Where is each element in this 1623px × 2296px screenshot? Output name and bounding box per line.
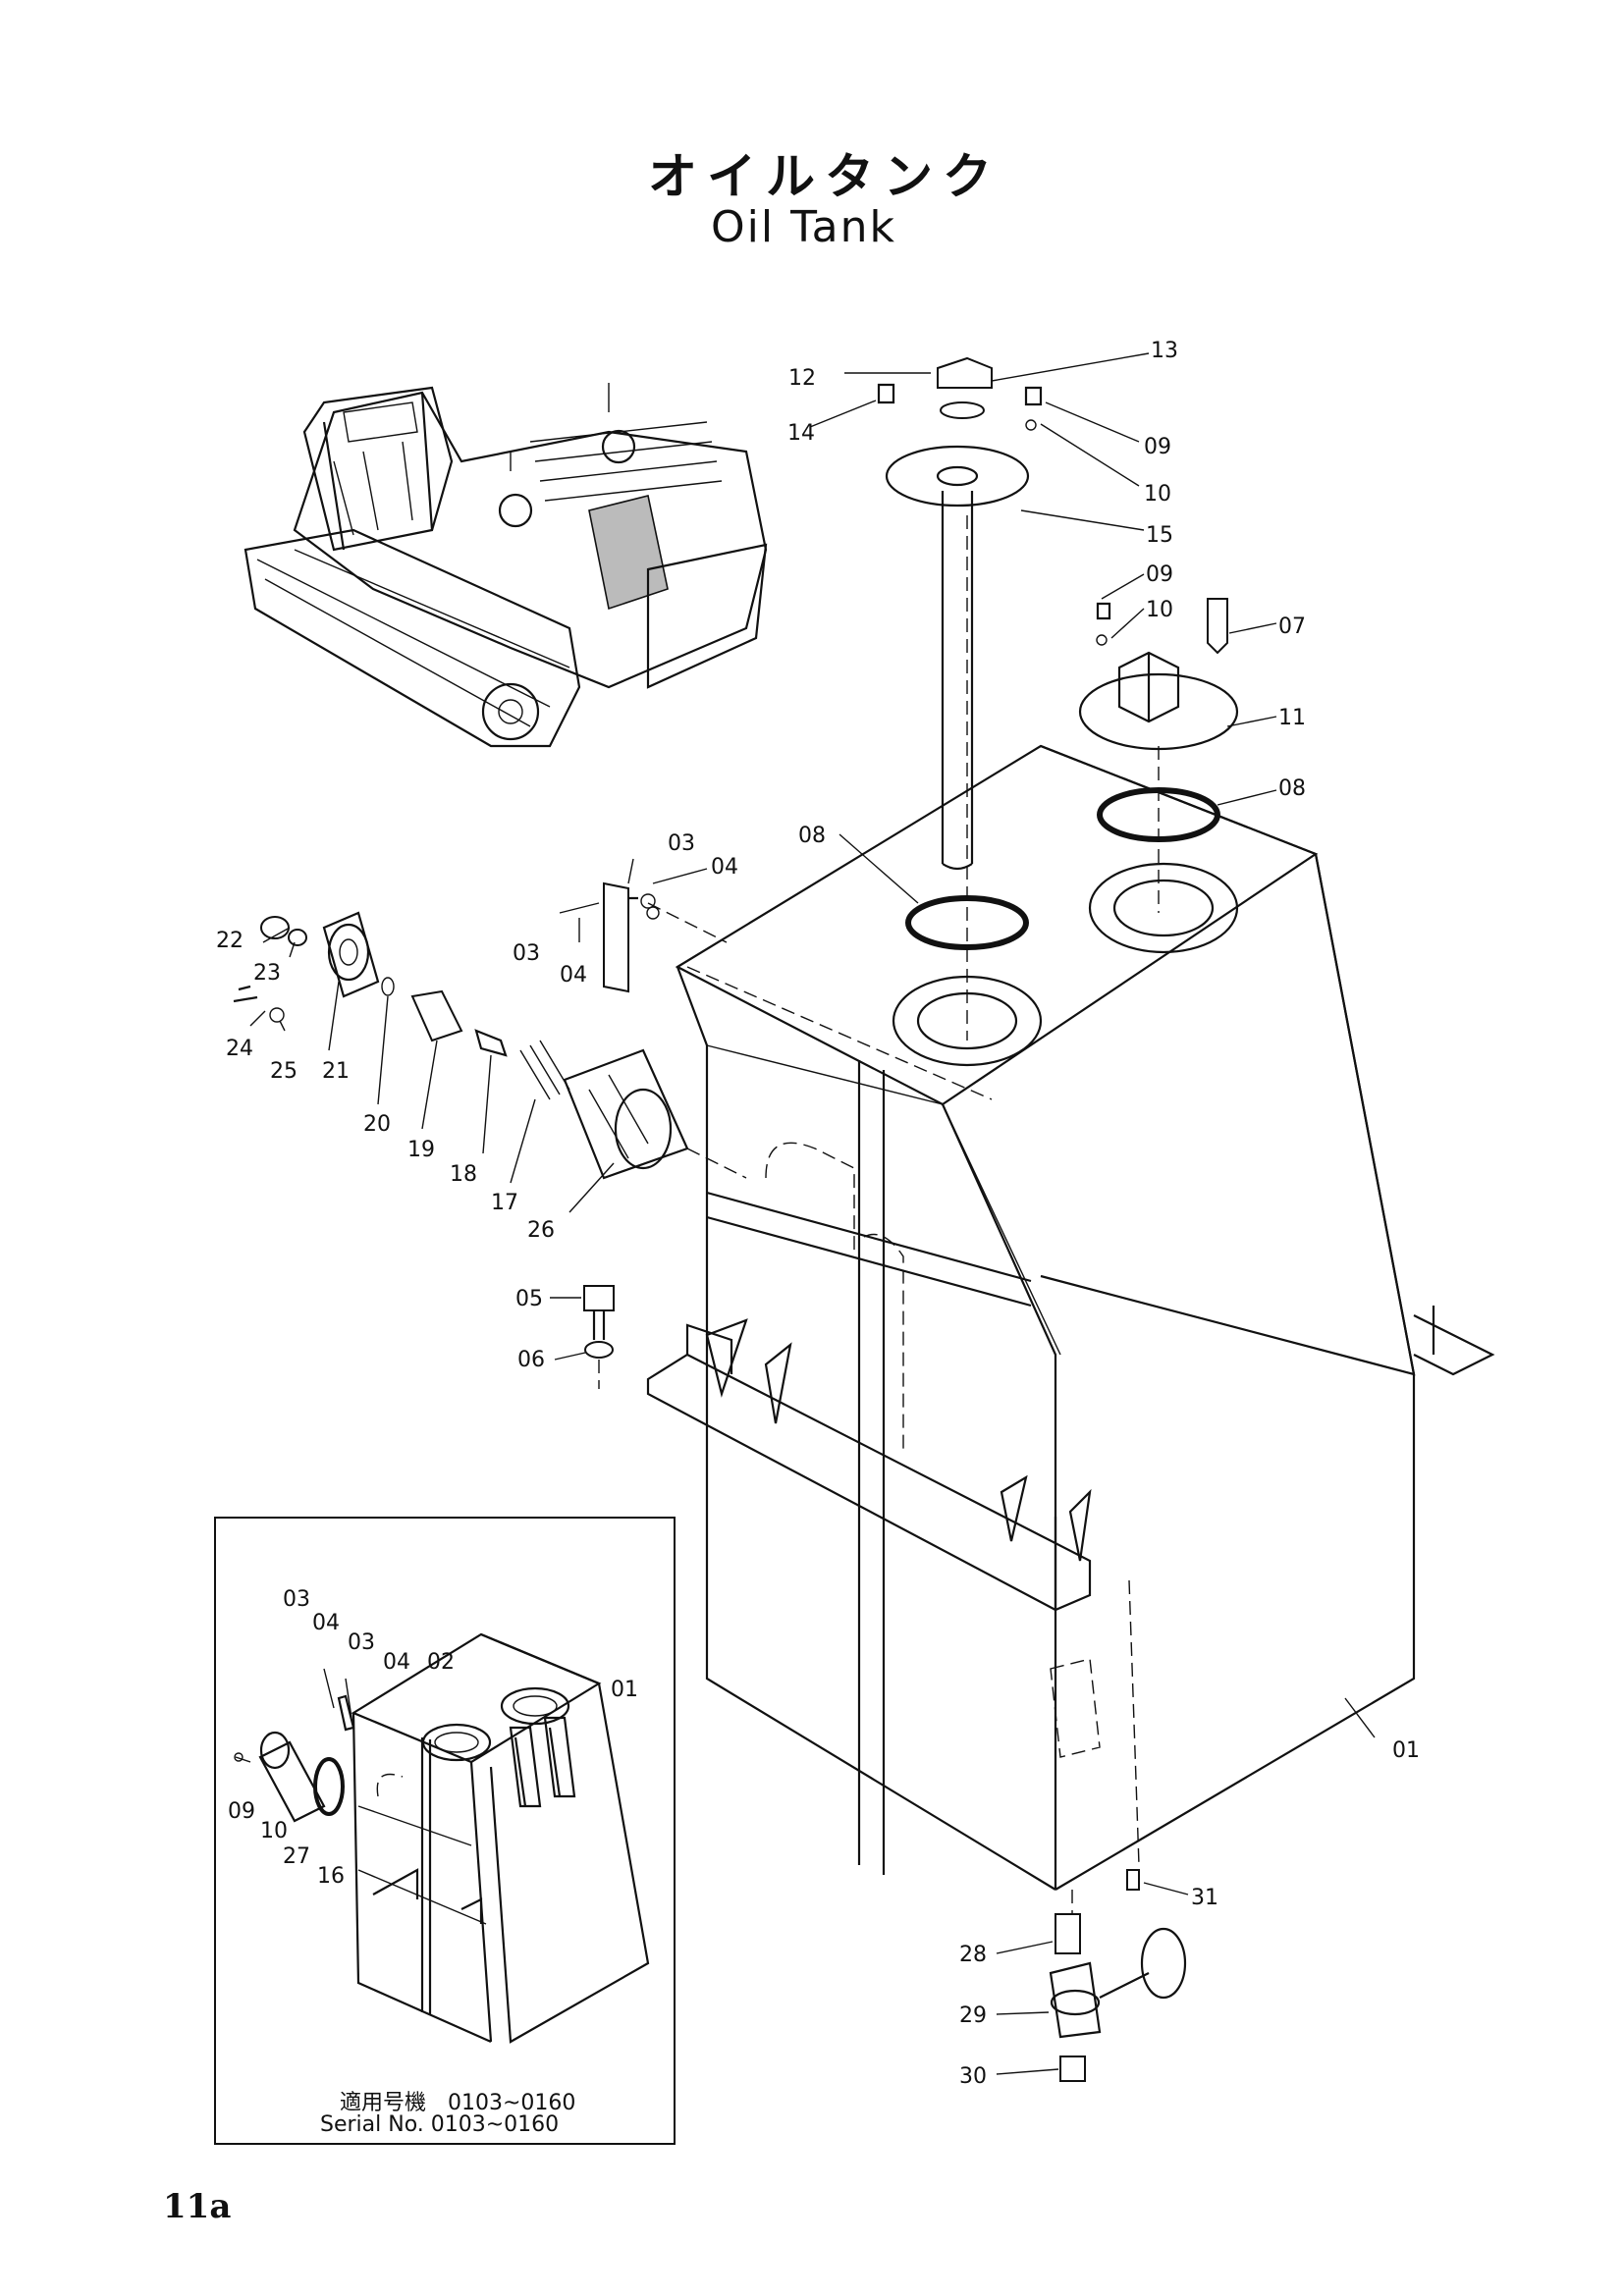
page-title-japanese: オイルタンク xyxy=(648,148,1001,205)
label-part-12: 12 xyxy=(788,366,816,391)
filler-pipe-assembly xyxy=(877,356,1043,871)
mounting-bolt xyxy=(583,1285,615,1389)
inset-label-10: 10 xyxy=(260,1819,288,1843)
part-number-labels: 12 13 14 09 10 15 09 10 07 11 08 08 03 0… xyxy=(216,339,1420,2089)
label-part-05: 05 xyxy=(515,1287,543,1311)
label-part-26: 26 xyxy=(527,1218,555,1243)
label-part-08-left: 08 xyxy=(798,824,826,848)
label-part-20: 20 xyxy=(363,1112,391,1137)
label-part-21: 21 xyxy=(322,1059,350,1084)
inset-label-01: 01 xyxy=(611,1678,638,1702)
label-part-19: 19 xyxy=(407,1138,435,1162)
label-part-11: 11 xyxy=(1278,706,1306,730)
label-part-10-top: 10 xyxy=(1144,482,1171,507)
leader-lines xyxy=(249,352,1376,2075)
inset-label-04-b: 04 xyxy=(383,1650,410,1675)
inset-label-02: 02 xyxy=(427,1650,455,1675)
label-part-23: 23 xyxy=(253,961,281,986)
inset-label-03-b: 03 xyxy=(348,1630,375,1655)
inset-label-04-a: 04 xyxy=(312,1611,340,1635)
breather-cover-assembly xyxy=(905,515,1239,1041)
label-part-17: 17 xyxy=(491,1191,518,1215)
inset-tank-drawing xyxy=(234,1632,650,2044)
label-part-10-cover: 10 xyxy=(1146,598,1173,622)
label-part-22: 22 xyxy=(216,929,243,953)
label-part-28: 28 xyxy=(959,1943,987,1967)
label-part-30: 30 xyxy=(959,2064,987,2089)
label-part-13: 13 xyxy=(1151,339,1178,363)
oil-tank-body xyxy=(646,744,1495,1891)
label-part-09-top: 09 xyxy=(1144,435,1171,459)
excavator-illustration xyxy=(243,383,768,748)
label-part-29: 29 xyxy=(959,2003,987,2028)
label-part-03-gauge: 03 xyxy=(668,831,695,856)
inset-label-09: 09 xyxy=(228,1799,255,1824)
inset-serial-english: Serial No. 0103~0160 xyxy=(320,2112,560,2137)
label-part-31: 31 xyxy=(1191,1886,1218,1910)
label-part-25: 25 xyxy=(270,1059,298,1084)
label-part-14: 14 xyxy=(787,421,815,446)
label-part-18: 18 xyxy=(450,1162,477,1187)
serial-variant-inset xyxy=(214,1517,676,2145)
label-part-06: 06 xyxy=(517,1348,545,1372)
label-part-15: 15 xyxy=(1146,523,1173,548)
level-gauge-assembly xyxy=(603,881,728,993)
drain-valve-assembly xyxy=(1049,1869,1187,2082)
inset-label-03-a: 03 xyxy=(283,1587,310,1612)
label-part-01: 01 xyxy=(1392,1738,1420,1763)
inset-label-27: 27 xyxy=(283,1844,310,1869)
inset-label-16: 16 xyxy=(317,1864,345,1889)
return-filter-assembly xyxy=(233,911,747,1180)
label-part-04-gauge: 04 xyxy=(711,855,738,880)
label-part-04-washer: 04 xyxy=(560,963,587,988)
page-number: 11a xyxy=(163,2187,232,2226)
label-part-07: 07 xyxy=(1278,614,1306,639)
label-part-09-cover: 09 xyxy=(1146,562,1173,587)
label-part-24: 24 xyxy=(226,1037,253,1061)
page-title-english: Oil Tank xyxy=(711,202,896,252)
label-part-08-right: 08 xyxy=(1278,776,1306,801)
label-part-03-bolt: 03 xyxy=(513,941,540,966)
inset-serial-japanese: 適用号機 0103~0160 xyxy=(340,2091,576,2115)
